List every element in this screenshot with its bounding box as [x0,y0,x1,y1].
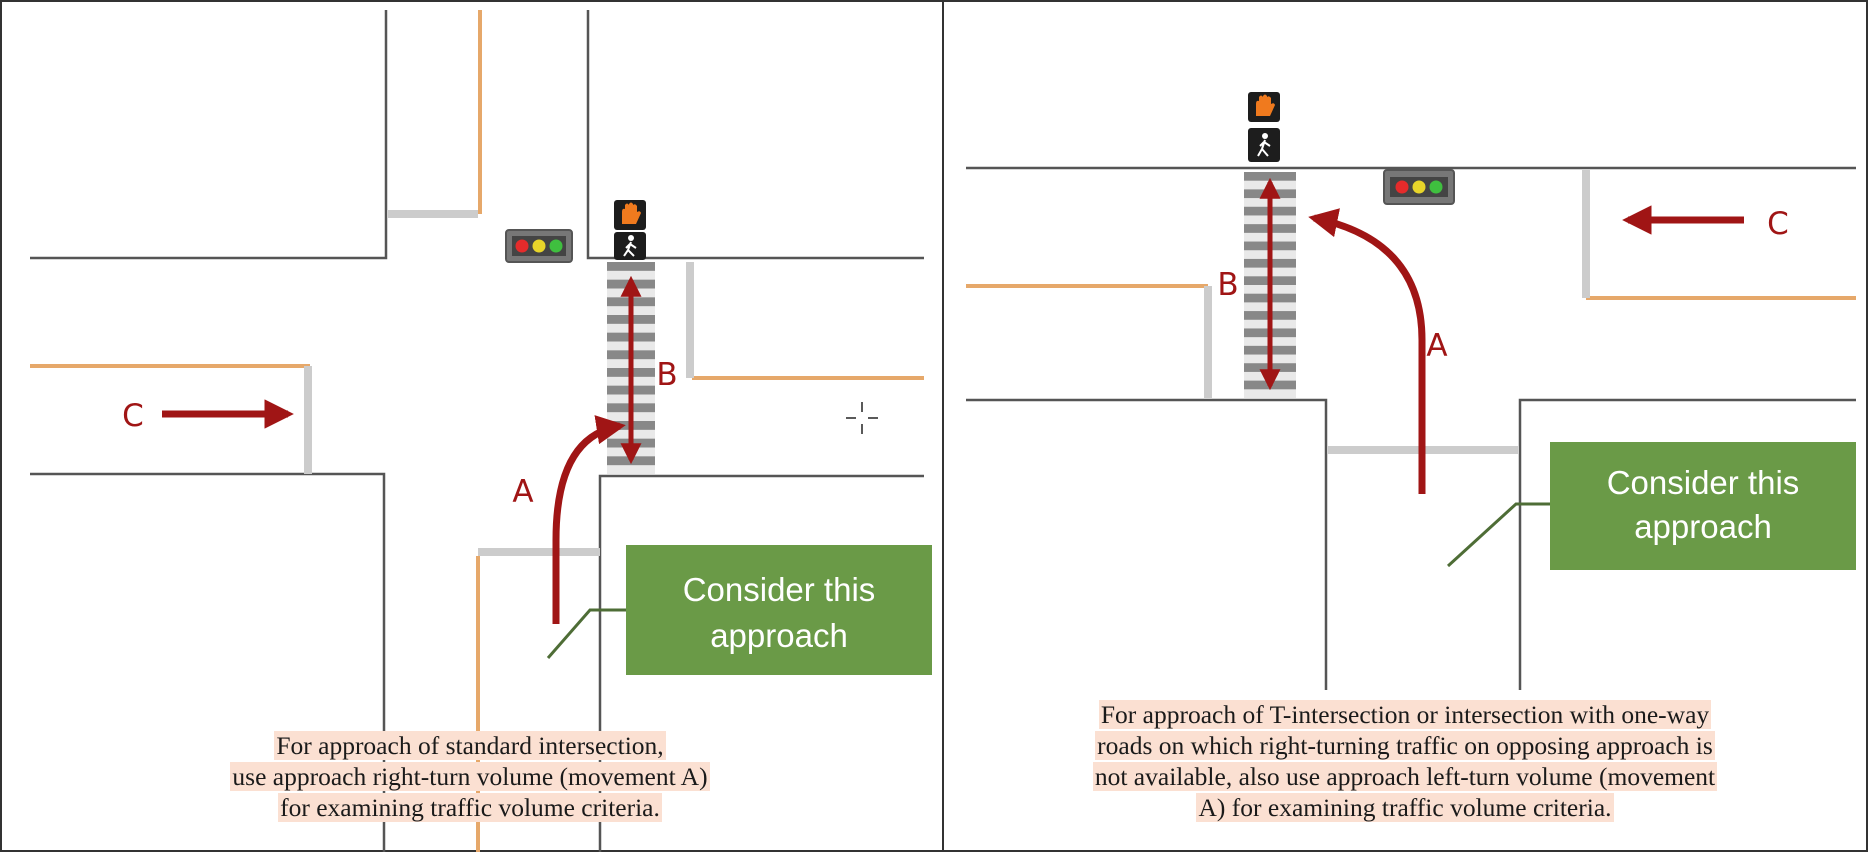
right-label-b: B [1217,267,1238,303]
right-caption-line-2: roads on which right-turning traffic on … [1095,731,1715,760]
right-label-a: A [1426,328,1447,364]
walk-pedestrian-icon [614,232,646,260]
dont-walk-hand-icon [1248,92,1280,122]
traffic-light-icon [505,229,573,263]
left-caption-line-1: For approach of standard intersection, [274,731,666,760]
left-caption-line-2: use approach right-turn volume (movement… [230,762,710,791]
left-arrow-a [552,415,626,624]
left-label-c: C [122,398,144,434]
right-road-edges [966,166,1856,690]
left-caption-line-3: for examining traffic volume criteria. [278,793,662,822]
crosswalk-stripe [607,262,655,271]
right-caption-line-3: not available, also use approach left-tu… [1092,762,1718,791]
left-label-b: B [656,357,677,393]
dont-walk-hand-icon [614,200,646,230]
crosswalk-stripe [1244,172,1296,181]
right-intersection: C B A Consider this approach [966,92,1856,690]
right-caption-line-4: A) for examining traffic volume criteria… [1196,793,1614,822]
crosshair-cursor-icon [846,402,878,434]
right-caption-line-1: For approach of T-intersection or inters… [1098,700,1712,729]
right-arrow-a [1308,208,1426,494]
left-note-line2: approach [710,617,848,654]
right-note-line2: approach [1634,508,1772,545]
right-label-c: C [1767,206,1789,242]
right-curbs [966,284,1856,300]
traffic-light-icon [1383,169,1455,205]
walk-pedestrian-icon [1248,128,1280,162]
left-callout: Consider this approach [546,545,932,675]
left-stop-bars [304,210,694,556]
left-curbs [30,10,924,852]
left-caption: For approach of standard intersection, u… [140,730,800,823]
left-intersection: C B A Consider this approach [30,10,932,852]
left-note-line1: Consider this [683,571,876,608]
right-note-line1: Consider this [1607,464,1800,501]
right-callout: Consider this approach [1446,442,1856,570]
left-road-edges [30,10,924,852]
right-caption: For approach of T-intersection or inters… [960,699,1850,823]
left-label-a: A [512,474,533,510]
